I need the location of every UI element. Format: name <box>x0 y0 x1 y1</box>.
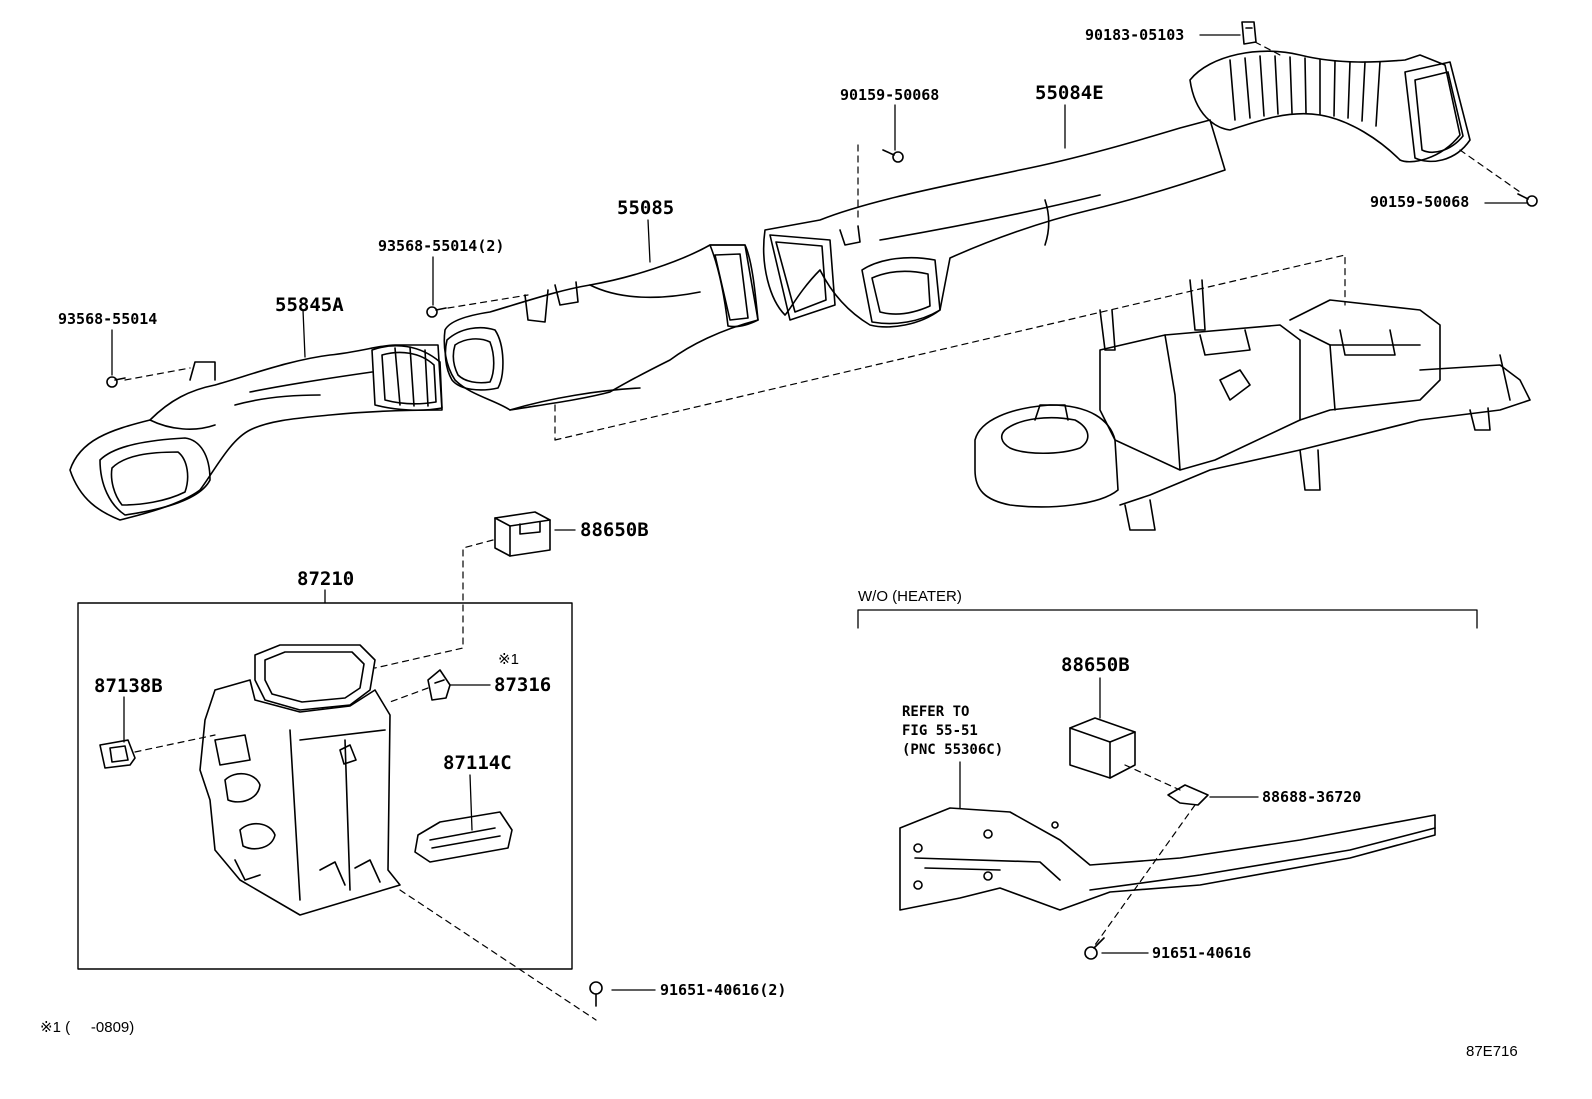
label-55084e: 55084E <box>1035 82 1104 104</box>
bolt-90159-top <box>882 149 904 163</box>
footnote: ※1 ( -0809) <box>40 1019 135 1036</box>
bolt-91651-left <box>589 981 603 1007</box>
bolt-90159-right <box>1517 193 1538 207</box>
duct-55845a <box>69 344 443 521</box>
leader-lines <box>111 34 1529 991</box>
reinforcement-bracket <box>899 807 1436 911</box>
label-91651-40616-2: 91651-40616(2) <box>660 981 787 999</box>
label-88688-36720: 88688-36720 <box>1262 788 1362 806</box>
duct-55084e <box>762 50 1471 328</box>
bracket-88688 <box>1167 784 1209 806</box>
label-93568-55014-2: 93568-55014(2) <box>378 237 505 255</box>
label-93568-55014: 93568-55014 <box>58 310 158 328</box>
label-88650b-top: 88650B <box>580 519 649 541</box>
plate-87114c <box>414 811 513 863</box>
variant-label: W/O (HEATER) <box>858 588 962 605</box>
clip-90183 <box>1241 21 1257 45</box>
dashed-lines <box>124 41 1521 1021</box>
label-87138b: 87138B <box>94 675 163 697</box>
refer-line-1: REFER TO <box>902 704 970 720</box>
label-87210: 87210 <box>297 568 355 590</box>
bolt-93568-mid <box>426 306 447 318</box>
label-90183-05103: 90183-05103 <box>1085 26 1185 44</box>
label-90159-50068-right: 90159-50068 <box>1370 193 1470 211</box>
bolt-93568-left <box>106 376 126 388</box>
fasteners <box>106 21 1538 1007</box>
heater-unit-87210 <box>199 644 401 916</box>
label-55845a: 55845A <box>275 294 344 316</box>
bolt-91651-right <box>1084 937 1105 960</box>
heater-assembly <box>974 279 1531 531</box>
label-87114c: 87114C <box>443 752 512 774</box>
refer-note: REFER TO FIG 55-51 (PNC 55306C) <box>902 703 1003 760</box>
label-87316-note: ※1 <box>498 651 519 668</box>
refer-line-3: (PNC 55306C) <box>902 741 1004 758</box>
figure-id: 87E716 <box>1466 1043 1518 1060</box>
resistor-88650b-top <box>494 511 551 557</box>
clip-87316 <box>427 669 451 701</box>
label-88650b-wo: 88650B <box>1061 654 1130 676</box>
refer-line-2: FIG 55-51 <box>902 722 978 739</box>
label-55085: 55085 <box>617 197 675 219</box>
label-90159-50068-top: 90159-50068 <box>840 86 940 104</box>
variant-bracket-line <box>857 609 1478 629</box>
resistor-88650b-wo <box>1069 717 1136 779</box>
sensor-87138b <box>99 739 136 769</box>
duct-55085 <box>443 244 759 411</box>
label-91651-40616: 91651-40616 <box>1152 944 1252 962</box>
label-87316: 87316 <box>494 674 552 696</box>
